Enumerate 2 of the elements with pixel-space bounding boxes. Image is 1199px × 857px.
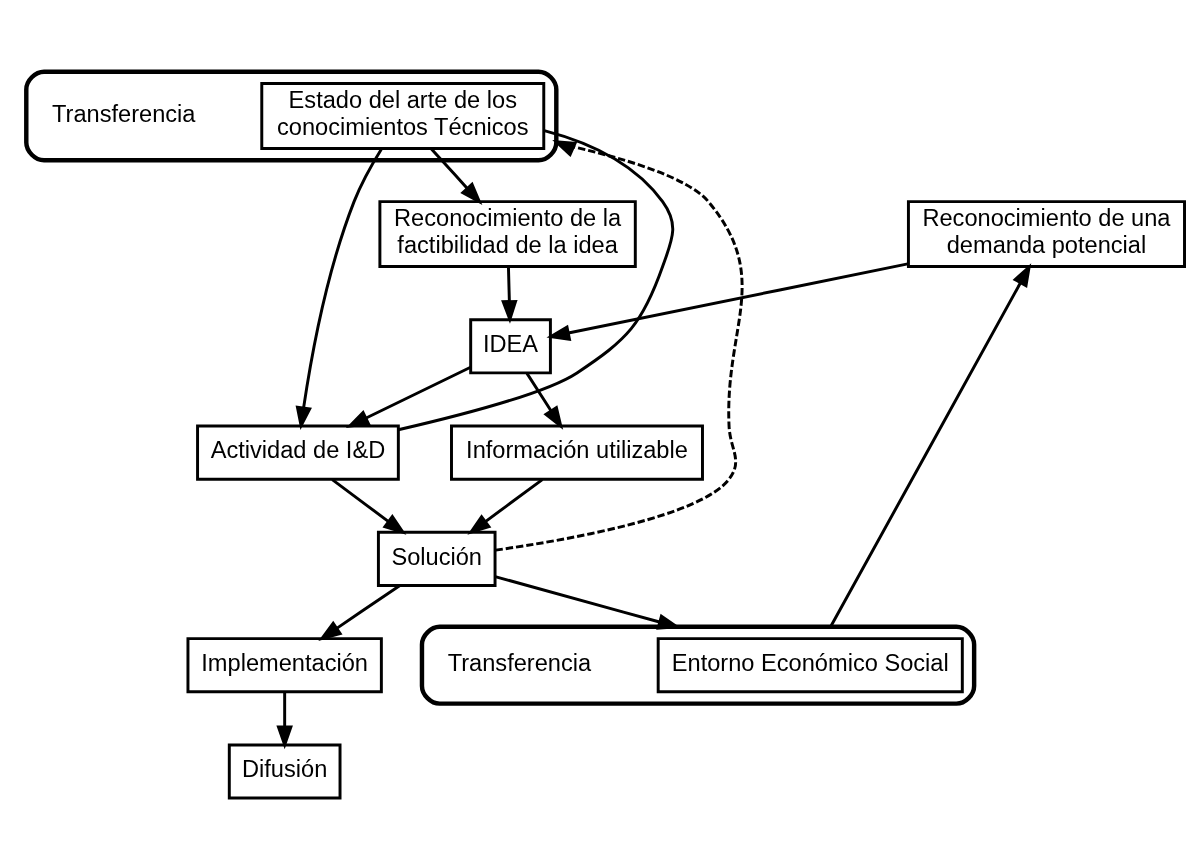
node-label: Transferencia [52,100,196,127]
node-label: Transferencia [447,649,592,676]
